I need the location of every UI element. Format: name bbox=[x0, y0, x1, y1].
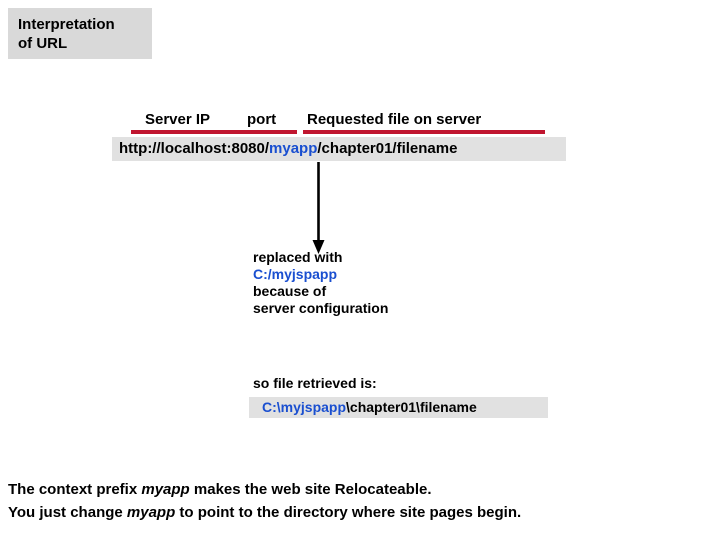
page-title-line-2: of URL bbox=[18, 35, 68, 52]
page-title-line-1: Interpretation bbox=[18, 16, 115, 33]
explanation-line-replaced-with: replaced with bbox=[253, 249, 343, 265]
result-path-text: C:\myjspapp\chapter01\filename bbox=[262, 398, 548, 417]
footer-line-2: You just change myapp to point to the di… bbox=[8, 501, 713, 524]
footer-line-2-part-a: You just change bbox=[8, 504, 127, 521]
result-path-highlight: C:\myjspapp bbox=[262, 399, 347, 415]
url-suffix: /chapter01/filename bbox=[317, 140, 458, 157]
legend-label-requested-file: Requested file on server bbox=[307, 111, 482, 128]
legend-label-server-ip: Server IP bbox=[145, 111, 211, 128]
result-path-box: C:\myjspapp\chapter01\filename bbox=[249, 397, 548, 418]
result-path-rest: \chapter01\filename bbox=[346, 399, 477, 415]
page-title-box: Interpretation of URL bbox=[8, 8, 152, 59]
url-bar: http://localhost:8080/myapp/chapter01/fi… bbox=[112, 137, 566, 161]
red-rule-right bbox=[303, 130, 545, 134]
red-rule-left bbox=[131, 130, 297, 134]
legend-row: Server IP port Requested file on server bbox=[0, 111, 720, 131]
footer-line-1-part-a: The context prefix bbox=[8, 481, 142, 498]
legend-label-port: port bbox=[247, 111, 277, 128]
footer-note: The context prefix myapp makes the web s… bbox=[8, 478, 713, 524]
footer-line-2-part-b: to point to the directory where site pag… bbox=[175, 504, 522, 521]
url-prefix: http://localhost:8080/ bbox=[119, 140, 270, 157]
explanation-block: replaced with C:/myjspapp because of ser… bbox=[253, 249, 513, 317]
footer-line-1: The context prefix myapp makes the web s… bbox=[8, 478, 713, 501]
down-arrow-icon bbox=[306, 162, 332, 256]
footer-line-1-emphasis: myapp bbox=[141, 481, 190, 498]
footer-line-2-emphasis: myapp bbox=[126, 504, 176, 521]
explanation-line-because-of: because of bbox=[253, 283, 327, 299]
explanation-line-path: C:/myjspapp bbox=[253, 266, 338, 282]
url-context-prefix: myapp bbox=[269, 140, 318, 157]
explanation-line-server-configuration: server configuration bbox=[253, 300, 389, 316]
result-label: so file retrieved is: bbox=[253, 375, 377, 391]
footer-line-1-part-b: makes the web site Relocateable. bbox=[189, 481, 432, 498]
url-text: http://localhost:8080/myapp/chapter01/fi… bbox=[119, 139, 566, 159]
